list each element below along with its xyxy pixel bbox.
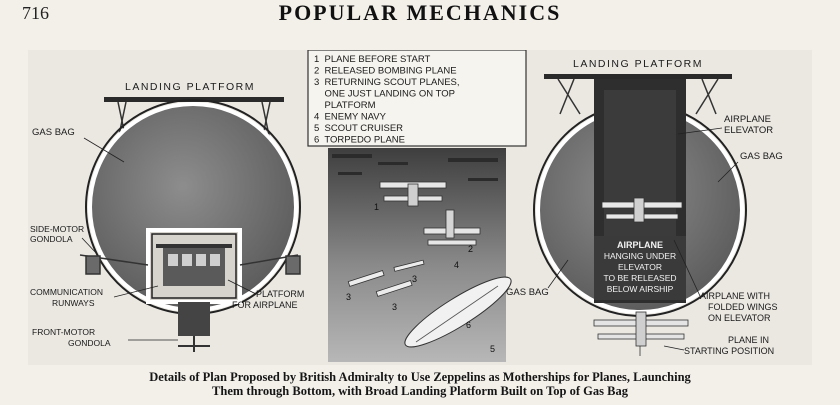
scene-number-1: 1 <box>374 202 379 212</box>
front-motor-label-2: GONDOLA <box>68 338 111 348</box>
starting-label-1: PLANE IN <box>728 335 769 345</box>
page-header: 716 POPULAR MECHANICS <box>0 0 840 30</box>
legend-line-1: 1 PLANE BEFORE START <box>314 54 431 65</box>
hanging-label-1: AIRPLANE <box>617 240 663 250</box>
starting-label-2: STARTING POSITION <box>684 346 774 356</box>
elevator-airplane <box>601 197 683 223</box>
legend-line-5: PLATFORM <box>314 100 376 111</box>
scene-number-2: 2 <box>468 244 473 254</box>
illustration-svg: LANDING PLATFORM <box>30 50 783 362</box>
elevator-label-2: ELEVATOR <box>724 125 773 136</box>
folded-label-1: AIRPLANE WITH <box>700 291 770 301</box>
hanging-label-4: TO BE RELEASED <box>603 273 676 283</box>
magazine-title: POPULAR MECHANICS <box>278 0 562 25</box>
caption-line-1: Details of Plan Proposed by British Admi… <box>149 370 691 384</box>
scene-scout-planes <box>347 259 425 297</box>
legend-line-8: 6 TORPEDO PLANE <box>314 135 405 146</box>
legend-box: 1 PLANE BEFORE START 2 RELEASED BOMBING … <box>307 50 527 147</box>
scene-number-5: 5 <box>490 344 495 354</box>
communication-label-1: COMMUNICATION <box>30 287 103 297</box>
side-motor-label-1: SIDE-MOTOR <box>30 224 84 234</box>
communication-label-2: RUNWAYS <box>52 298 95 308</box>
right-landing-platform <box>544 74 732 79</box>
figure-caption: Details of Plan Proposed by British Admi… <box>20 370 820 398</box>
scene-number-3b: 3 <box>392 302 397 312</box>
aerial-scene: 1 2 3 3 3 4 5 6 <box>328 148 512 362</box>
folded-label-3: ON ELEVATOR <box>708 313 771 323</box>
right-gas-bag-left-label: GAS BAG <box>506 287 549 298</box>
starting-position-plane <box>593 311 689 356</box>
left-gondola <box>156 244 232 352</box>
illustration-figure: LANDING PLATFORM <box>28 50 812 365</box>
right-truss-supports <box>557 78 719 115</box>
platform-label-1: PLATFORM <box>256 289 304 299</box>
legend-line-7: 5 SCOUT CRUISER <box>314 123 403 134</box>
hanging-label-5: BELOW AIRSHIP <box>607 284 674 294</box>
scene-number-3a: 3 <box>346 292 351 302</box>
elevator-label-1: AIRPLANE <box>724 114 771 125</box>
scene-number-6: 6 <box>466 320 471 330</box>
side-motor-label-2: GONDOLA <box>30 234 73 244</box>
left-platform-heading: LANDING PLATFORM <box>125 81 255 93</box>
hanging-label-2: HANGING UNDER <box>604 251 676 261</box>
left-side-motors <box>79 254 301 275</box>
folded-label-2: FOLDED WINGS <box>708 302 778 312</box>
legend-line-2: 2 RELEASED BOMBING PLANE <box>314 66 457 77</box>
page-number: 716 <box>22 3 49 23</box>
right-gas-bag-top-label: GAS BAG <box>740 151 783 162</box>
caption-line-2: Them through Bottom, with Broad Landing … <box>212 384 628 398</box>
platform-label-2: FOR AIRPLANE <box>232 300 298 310</box>
legend-line-4: ONE JUST LANDING ON TOP <box>314 89 455 100</box>
scene-number-3c: 3 <box>412 274 417 284</box>
legend-line-6: 4 ENEMY NAVY <box>314 112 387 123</box>
right-panel: LANDING PLATFORM AIRPLANE HANGING UNDER <box>506 58 783 356</box>
hanging-label-3: ELEVATOR <box>618 262 662 272</box>
scene-plane-2 <box>423 209 481 246</box>
scene-plane-1 <box>379 181 447 207</box>
front-motor-label-1: FRONT-MOTOR <box>32 327 95 337</box>
right-platform-heading: LANDING PLATFORM <box>573 58 703 70</box>
left-gas-bag-label: GAS BAG <box>32 127 75 138</box>
scene-zeppelin <box>404 276 512 348</box>
scene-number-4: 4 <box>454 260 459 270</box>
left-panel: LANDING PLATFORM <box>30 81 304 352</box>
legend-line-3: 3 RETURNING SCOUT PLANES, <box>314 77 460 88</box>
